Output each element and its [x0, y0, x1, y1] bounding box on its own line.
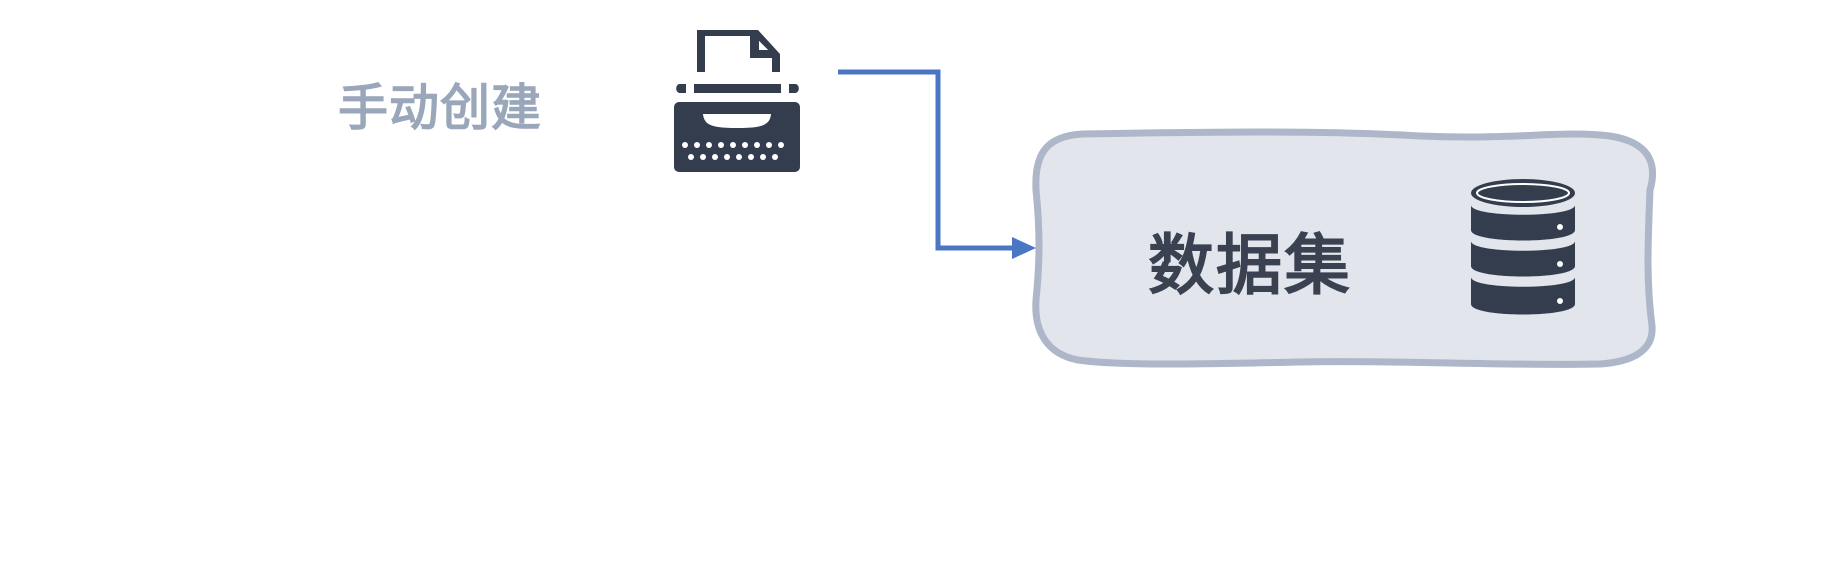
database-icon [1471, 179, 1575, 315]
source-node-label: 手动创建 [338, 79, 542, 137]
dataset-node-label: 数据集 [1148, 227, 1352, 304]
connector-arrowhead [1012, 237, 1036, 259]
connector-line [838, 69, 1018, 251]
typewriter-icon [674, 30, 800, 172]
